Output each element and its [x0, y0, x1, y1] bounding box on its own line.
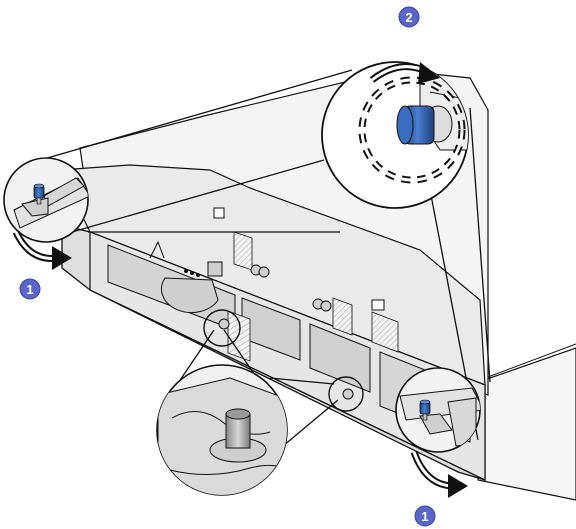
screw-marker-right [328, 376, 364, 412]
right-latch-detail [395, 367, 481, 453]
callout-number: 2 [405, 10, 412, 25]
rotate-arrow-icon [410, 450, 468, 498]
callout-badge-icon [414, 505, 436, 527]
callout-badge-icon [19, 278, 41, 300]
plunger-icon [419, 399, 431, 421]
plunger-zoom-detail [321, 61, 469, 209]
callout-number: 1 [421, 509, 428, 524]
chassis [59, 69, 576, 501]
rotate-arrow-icon [369, 62, 440, 84]
standoff-zoom-detail [156, 364, 288, 496]
plunger-icon [33, 183, 45, 205]
rotate-arrow-icon [12, 230, 72, 270]
left-latch-detail [3, 157, 89, 243]
callout-badge-icon [398, 6, 420, 28]
left-release-callout: 1 [19, 278, 41, 300]
plunger-rotate-callout: 2 [398, 6, 420, 28]
screw-marker-left [203, 309, 241, 347]
callout-number: 1 [26, 282, 33, 297]
right-release-callout: 1 [414, 505, 436, 527]
